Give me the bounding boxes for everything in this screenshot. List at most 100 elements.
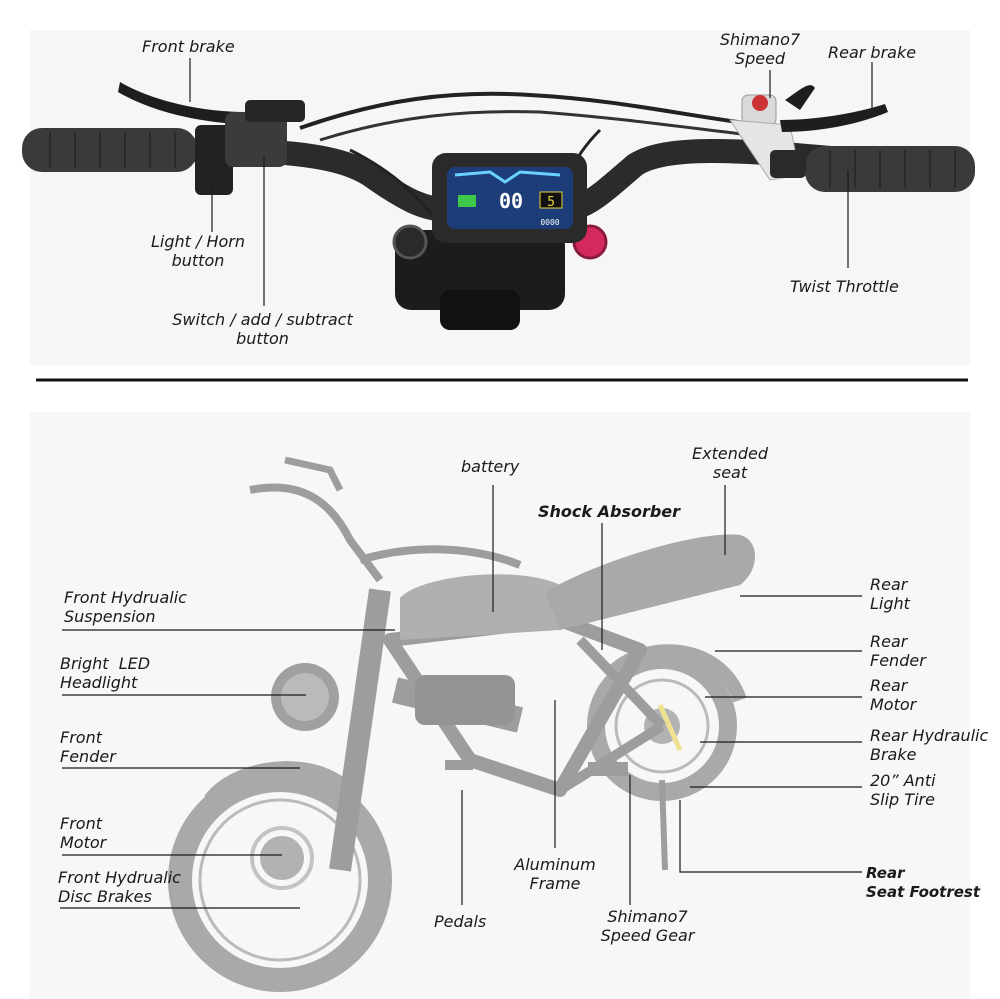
rear-fender-shape xyxy=(604,644,747,703)
label-twist-throttle: Twist Throttle xyxy=(790,277,899,296)
seatstay xyxy=(576,636,666,730)
label-rear-footrest: Rear Seat Footrest xyxy=(866,864,980,902)
label-front-motor-line2: Motor xyxy=(60,833,107,852)
label-rear-hydraulic-brake: Rear Hydraulic Brake xyxy=(870,726,988,764)
mode-switch xyxy=(225,112,287,167)
label-shimano-speed-line2: Speed xyxy=(734,49,786,68)
label-headlight: Bright LED Headlight xyxy=(60,654,150,692)
shift-paddle xyxy=(785,85,815,110)
label-shimano-speed: Shimano7 Speed xyxy=(705,30,815,68)
label-pedals: Pedals xyxy=(434,912,487,931)
label-rear-motor-line2: Motor xyxy=(870,695,917,714)
top-leaders xyxy=(189,58,873,306)
label-front-motor: Front Motor xyxy=(60,814,106,852)
label-headlight-line1: Bright LED xyxy=(60,654,151,673)
front-tire xyxy=(168,768,392,992)
rear-brake-lever xyxy=(780,104,888,132)
front-fork xyxy=(329,588,391,872)
cable-1 xyxy=(299,91,761,130)
label-shimano-gear: Shimano7 Speed Gear xyxy=(590,907,705,945)
label-shimano-speed-line1: Shimano7 xyxy=(719,30,801,49)
label-aluminum-frame-line2: Frame xyxy=(529,874,581,893)
label-front-suspension-line2: Suspension xyxy=(64,607,156,626)
label-rear-motor: Rear Motor xyxy=(870,676,916,714)
stem-block xyxy=(395,230,565,310)
label-battery: battery xyxy=(461,457,520,476)
label-front-motor-line1: Front xyxy=(60,814,102,833)
battery-pack xyxy=(415,675,515,725)
label-light-horn: Light / Horn button xyxy=(138,232,258,270)
brake-clamp xyxy=(245,100,305,122)
seat-shape xyxy=(545,534,755,630)
bottom-leaders xyxy=(60,485,862,909)
label-front-disc-brakes: Front Hydrualic Disc Brakes xyxy=(58,868,181,906)
label-rear-fender-line2: Fender xyxy=(870,651,926,670)
label-front-disc-brakes-line1: Front Hydrualic xyxy=(58,868,181,887)
label-front-brake: Front brake xyxy=(142,37,235,56)
label-aluminum-frame-line1: Aluminum xyxy=(514,855,596,874)
left-knob xyxy=(392,224,428,260)
label-front-fender: Front Fender xyxy=(60,728,116,766)
label-rear-motor-line1: Rear xyxy=(870,676,908,695)
light-horn-switch xyxy=(195,125,233,195)
label-front-suspension-line1: Front Hydrualic xyxy=(64,588,187,607)
label-rear-light-line1: Rear xyxy=(870,575,908,594)
kickstand xyxy=(659,779,668,871)
display-speed: 00 xyxy=(499,189,523,213)
label-extended-seat: Extended seat xyxy=(680,444,780,482)
pedal-shape xyxy=(445,760,473,770)
rear-rim xyxy=(614,678,710,774)
label-headlight-line2: Headlight xyxy=(60,673,138,692)
display-screen xyxy=(447,167,573,229)
label-front-disc-brakes-line2: Disc Brakes xyxy=(58,887,152,906)
front-rim xyxy=(198,798,362,962)
front-disc xyxy=(250,826,314,890)
cable-2 xyxy=(319,110,751,142)
label-shock-absorber: Shock Absorber xyxy=(538,502,681,521)
label-anti-slip-tire-line2: Slip Tire xyxy=(870,790,935,809)
bike-handlebar-left xyxy=(249,483,384,583)
bike-handlebar-right xyxy=(358,545,522,569)
stem-lower xyxy=(440,290,520,330)
label-extended-seat-line2: seat xyxy=(712,463,748,482)
label-rear-fender: Rear Fender xyxy=(870,632,926,670)
label-switch-button-line2: button xyxy=(236,329,289,348)
label-light-horn-line2: button xyxy=(171,251,225,270)
label-rear-light-line2: Light xyxy=(870,594,910,613)
label-rear-footrest-line1: Rear xyxy=(866,864,905,882)
bike-mirror xyxy=(284,456,344,492)
label-front-fender-line1: Front xyxy=(60,728,102,747)
gear-box xyxy=(539,191,563,209)
display-arc xyxy=(454,170,561,184)
chainstay xyxy=(557,721,665,795)
label-rear-hydraulic-brake-line2: Brake xyxy=(870,745,917,764)
label-rear-light: Rear Light xyxy=(870,575,910,613)
label-aluminum-frame: Aluminum Frame xyxy=(500,855,610,893)
label-switch-button: Switch / add / subtract button xyxy=(160,310,365,348)
front-hub xyxy=(260,836,304,880)
label-rear-hydraulic-brake-line1: Rear Hydraulic xyxy=(870,726,989,745)
label-extended-seat-line1: Extended xyxy=(692,444,768,463)
label-switch-button-line1: Switch / add / subtract xyxy=(172,310,353,329)
display-odometer: 0000 xyxy=(540,218,559,227)
label-shimano-gear-line1: Shimano7 xyxy=(607,907,688,926)
leader-rear-footrest xyxy=(679,800,862,873)
left-grip xyxy=(22,128,197,172)
yellow-accent xyxy=(657,703,683,752)
tank xyxy=(400,574,560,640)
gear-indicator-icon xyxy=(752,95,768,111)
label-front-suspension: Front Hydrualic Suspension xyxy=(64,588,187,626)
label-light-horn-line1: Light / Horn xyxy=(150,232,246,251)
bike-illustration xyxy=(168,456,755,992)
label-anti-slip-tire-line1: 20” Anti xyxy=(870,771,936,790)
label-anti-slip-tire: 20” Anti Slip Tire xyxy=(870,771,936,809)
headlight-lens xyxy=(281,673,329,721)
battery-indicator-icon xyxy=(458,195,476,207)
label-rear-footrest-line2: Seat Footrest xyxy=(866,883,981,901)
label-rear-fender-line1: Rear xyxy=(870,632,908,651)
throttle-housing xyxy=(770,150,806,178)
label-shimano-gear-line2: Speed Gear xyxy=(600,926,695,945)
handlebar-illustration: 00 5 0000 xyxy=(22,82,975,330)
